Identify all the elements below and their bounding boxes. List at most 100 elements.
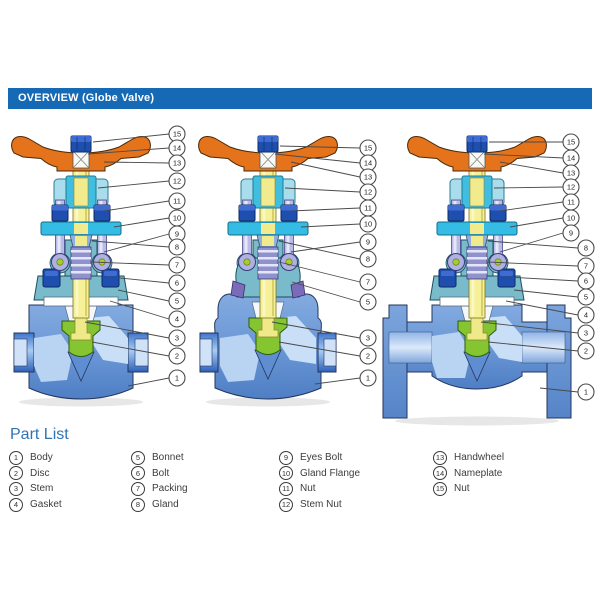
part-label: Packing [152, 483, 188, 495]
callout-leader-line [483, 153, 564, 159]
page-title: OVERVIEW (Globe Valve) [18, 92, 155, 104]
part-label: Bolt [152, 467, 170, 479]
callout-circle [562, 224, 580, 242]
part-number-badge: 2 [9, 466, 23, 481]
part-label: Nut [300, 483, 316, 495]
callout-circle [168, 310, 186, 328]
callout-leader-line [271, 321, 361, 339]
callout-number: 13 [364, 173, 372, 182]
part-list-item: 1 Body [9, 450, 131, 466]
callout-number: 7 [366, 278, 370, 287]
callout-circle [577, 324, 595, 342]
part-label: Eyes Bolt [300, 452, 343, 464]
part-label: Nameplate [454, 467, 503, 479]
callout-number: 14 [173, 144, 181, 153]
callout-number: 1 [584, 388, 588, 397]
callout-circle [577, 239, 595, 257]
callout-circle [359, 250, 377, 268]
callout-leader-line [480, 321, 579, 334]
part-list-item: 12 Stem Nut [279, 497, 433, 513]
part-label: Disc [30, 467, 50, 479]
callout-leader-line [278, 341, 361, 357]
callout-circle [168, 347, 186, 365]
callout-circle [577, 306, 595, 324]
callout-leader-line [103, 200, 170, 212]
callout-leader-line [487, 341, 579, 352]
callout-circle [359, 293, 377, 311]
callout-circle [359, 369, 377, 387]
callout-number: 13 [173, 159, 181, 168]
callout-number: 7 [584, 262, 588, 271]
callout-leader-line [278, 261, 361, 283]
callout-leader-line [127, 377, 170, 387]
callout-leader-line [117, 289, 170, 302]
callout-leader-line [505, 300, 579, 316]
callout-number: 11 [173, 197, 181, 206]
callout-leader-line [290, 161, 361, 178]
part-label: Bonnet [152, 452, 184, 464]
callout-circle [168, 256, 186, 274]
callout-leader-line [300, 223, 361, 228]
callout-leader-line [487, 240, 579, 249]
callout-number: 9 [366, 238, 370, 247]
part-label: Stem [30, 483, 54, 495]
callout-leader-line [487, 261, 579, 267]
callout-number: 8 [366, 255, 370, 264]
callout-leader-line [509, 217, 564, 228]
callout-circle [168, 274, 186, 292]
callout-leader-line [109, 300, 170, 320]
part-label: Body [30, 452, 53, 464]
callout-leader-line [291, 281, 361, 303]
callout-leader-line [499, 161, 564, 174]
callout-number: 5 [175, 297, 179, 306]
callout-number: 11 [567, 198, 575, 207]
callout-number: 9 [175, 230, 179, 239]
callout-leader-line [92, 133, 170, 143]
callout-number: 5 [366, 298, 370, 307]
part-list-heading: Part List [10, 426, 69, 443]
part-number-badge: 6 [131, 466, 145, 481]
callout-number: 6 [584, 277, 588, 286]
callout-leader-line [539, 387, 579, 393]
part-number-badge: 1 [9, 450, 23, 465]
part-number-badge: 15 [433, 481, 447, 496]
callout-leader-line [505, 276, 579, 282]
callout-number: 3 [175, 334, 179, 343]
part-number-badge: 4 [9, 497, 23, 512]
part-number-badge: 13 [433, 450, 447, 465]
callout-number: 8 [175, 243, 179, 252]
callout-circle [168, 154, 186, 172]
callout-circle [577, 288, 595, 306]
callout-leader-line [113, 217, 170, 228]
callout-number: 4 [584, 311, 588, 320]
part-number-badge: 12 [279, 497, 293, 512]
callout-circle [168, 238, 186, 256]
part-label: Stem Nut [300, 499, 342, 511]
callout-number: 5 [584, 293, 588, 302]
callout-circle [359, 233, 377, 251]
callout-circle [359, 273, 377, 291]
callout-leader-line [290, 241, 361, 253]
callout-number: 2 [175, 352, 179, 361]
callout-number: 10 [364, 220, 372, 229]
callout-number: 15 [567, 138, 575, 147]
callout-leader-line [499, 201, 564, 212]
callout-number: 10 [173, 214, 181, 223]
callout-leader-line [279, 145, 361, 149]
callout-leader-line [274, 153, 361, 164]
